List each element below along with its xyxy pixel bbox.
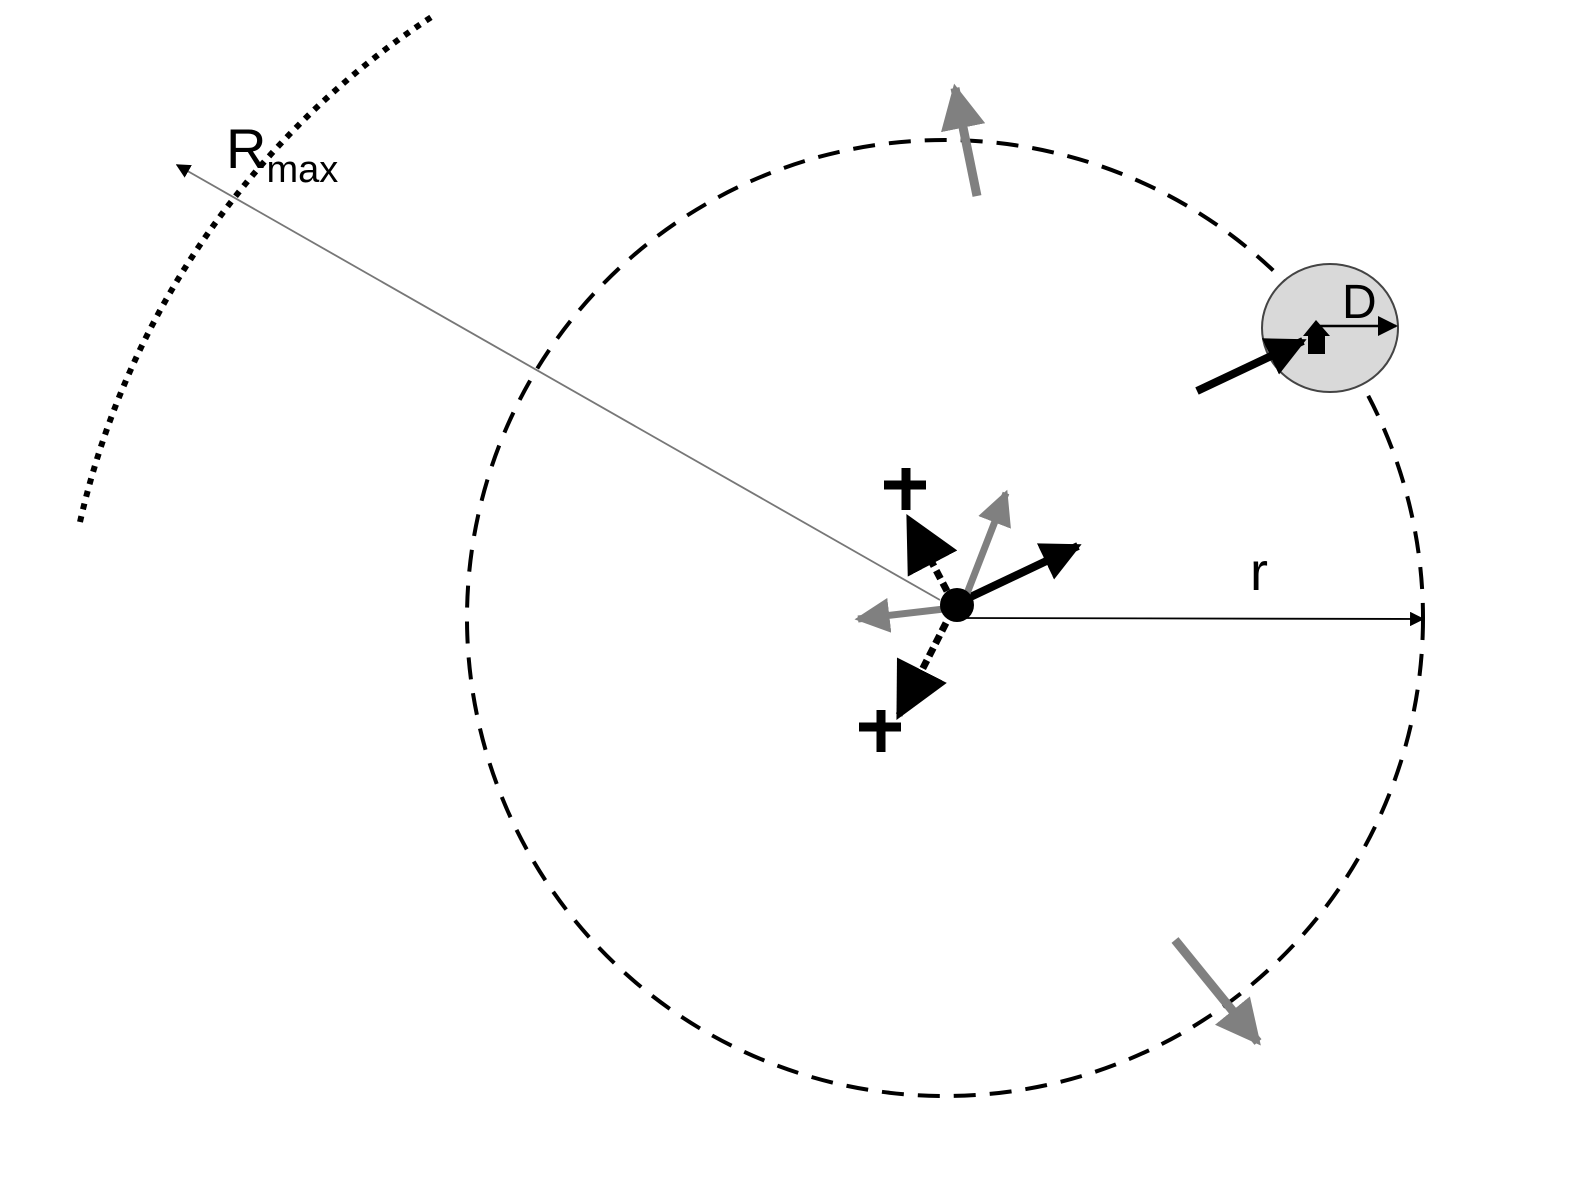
dotted-arrow-up bbox=[905, 514, 958, 593]
gray-arrow-top bbox=[941, 83, 986, 197]
r-radius-line bbox=[957, 611, 1425, 627]
target-patch bbox=[1261, 263, 1399, 393]
agent-dot bbox=[940, 588, 974, 622]
gray-arrow-center-up bbox=[962, 489, 1011, 598]
approach-arrow bbox=[1195, 337, 1307, 395]
rmax-radius-line bbox=[175, 164, 941, 601]
rmax-label: Rmax bbox=[226, 117, 338, 191]
black-heading-arrow bbox=[960, 542, 1082, 605]
r-label: r bbox=[1250, 542, 1268, 602]
gray-arrow-bottom bbox=[1171, 937, 1262, 1046]
cross-marker-lower bbox=[859, 710, 901, 752]
d-label: D bbox=[1342, 276, 1377, 329]
rmax-label-main: R bbox=[226, 117, 266, 180]
cross-marker-upper bbox=[884, 468, 926, 510]
rmax-label-subscript: max bbox=[266, 149, 338, 191]
house-icon bbox=[1303, 320, 1330, 354]
rmax-boundary-arc bbox=[77, 13, 435, 523]
dotted-arrow-down bbox=[895, 621, 950, 720]
gray-arrow-center-left bbox=[854, 597, 945, 633]
